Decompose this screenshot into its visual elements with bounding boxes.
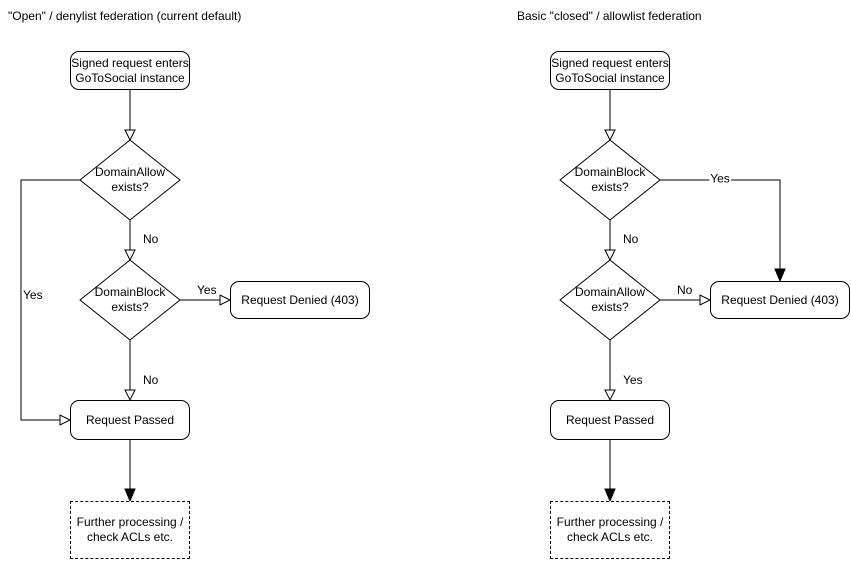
right-denied-node: Request Denied (403): [710, 281, 850, 319]
right-decision1-yes-label: Yes: [709, 171, 731, 186]
open-arrowhead-icon: [604, 389, 616, 402]
left-decision1-label: DomainAllow exists?: [94, 165, 166, 194]
open-arrowhead-icon: [124, 249, 136, 262]
left-further-processing-node: Further processing / check ACLs etc.: [70, 501, 190, 559]
left-decision2-no-label: No: [142, 373, 160, 387]
right-decision1-label: DomainBlock exists?: [574, 165, 646, 194]
right-decision1-no-label: No: [622, 232, 640, 246]
right-start-node: Signed request enters GoToSocial instanc…: [550, 51, 670, 90]
right-further-processing-node: Further processing / check ACLs etc.: [550, 501, 670, 559]
left-decision2-label: DomainBlock exists?: [94, 285, 166, 314]
open-arrowhead-icon: [604, 129, 616, 142]
open-arrowhead-icon: [124, 389, 136, 402]
right-decision2-yes-label: Yes: [622, 373, 644, 387]
filled-arrowhead-icon: [124, 488, 136, 503]
open-arrowhead-icon: [699, 294, 712, 306]
open-arrowhead-icon: [219, 294, 232, 306]
filled-arrowhead-icon: [774, 268, 786, 283]
open-arrowhead-icon: [124, 129, 136, 142]
left-start-node: Signed request enters GoToSocial instanc…: [70, 51, 190, 90]
right-connector-decision1-yes-to-denied: [660, 179, 781, 269]
right-decision2-no-label: No: [676, 283, 694, 297]
open-arrowhead-icon: [604, 249, 616, 262]
filled-arrowhead-icon: [604, 488, 616, 503]
open-arrowhead-icon: [59, 414, 72, 426]
left-flow-title: "Open" / denylist federation (current de…: [8, 9, 242, 23]
left-denied-node: Request Denied (403): [230, 281, 370, 319]
left-decision1-yes-label: Yes: [22, 288, 44, 302]
left-connector-decision1-yes-to-passed: [20, 179, 80, 421]
left-decision1-no-label: No: [142, 232, 160, 246]
right-flow-title: Basic "closed" / allowlist federation: [517, 9, 702, 23]
right-decision2-label: DomainAllow exists?: [574, 285, 646, 314]
right-passed-node: Request Passed: [550, 400, 670, 440]
left-decision2-yes-label: Yes: [196, 283, 218, 297]
left-passed-node: Request Passed: [70, 400, 190, 440]
